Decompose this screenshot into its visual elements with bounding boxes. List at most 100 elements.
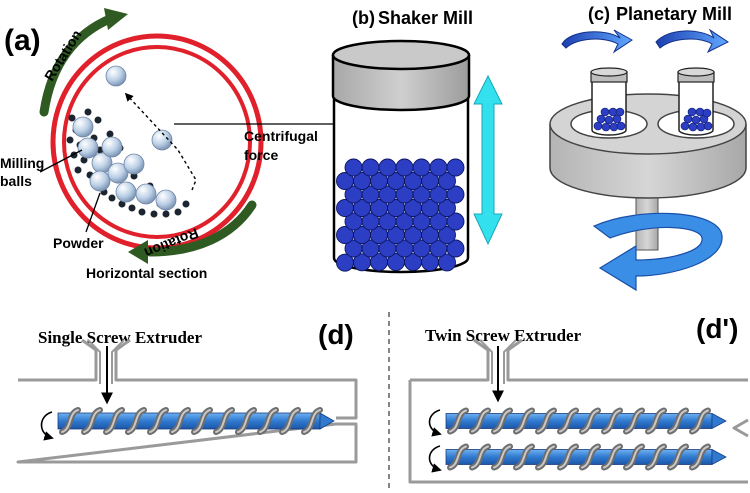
- panel-d-prime: Twin Screw Extruder (d'): [408, 313, 749, 484]
- shake-arrow: [473, 74, 503, 246]
- screw-flight-highlight: [193, 409, 211, 433]
- screw-flight-highlight: [625, 445, 643, 469]
- disk-rotation-arrow: [592, 212, 723, 292]
- twin-return-arrow-bottom: [428, 445, 442, 473]
- panel-d-prime-letter: (d'): [696, 313, 738, 344]
- jar-ball: [378, 158, 397, 177]
- screw-flight-highlight: [603, 409, 621, 433]
- vial-rotation-arrow-right: [655, 28, 729, 54]
- screw-flight-highlight: [171, 409, 189, 433]
- panel-d-letter: (d): [318, 319, 354, 350]
- panel-b: (b) Shaker Mill: [331, 8, 503, 274]
- screw-flight-highlight: [281, 409, 299, 433]
- milling-balls-leader: [39, 149, 83, 173]
- screw-flight-highlight: [691, 409, 709, 433]
- screw-flight-highlight: [105, 409, 123, 433]
- rotation-arrowhead-bottom: [128, 240, 148, 264]
- screw-flight-highlight: [237, 409, 255, 433]
- rotation-arrow-top: [39, 13, 117, 117]
- jar-ball: [429, 158, 448, 177]
- screw-flight-highlight: [127, 409, 145, 433]
- twin-screw-bottom: [445, 443, 727, 471]
- jar-cap-top: [331, 39, 471, 71]
- panel-c-title: Planetary Mill: [616, 4, 732, 24]
- jar-ball: [438, 199, 456, 217]
- powder-leader: [85, 192, 101, 233]
- screw-flight-highlight: [669, 445, 687, 469]
- milling-balls-label-line2: balls: [0, 173, 32, 189]
- vial-left-balls: [593, 107, 626, 132]
- screw-flight-highlight: [259, 409, 277, 433]
- single-barrel: [16, 338, 358, 464]
- panel-b-title: Shaker Mill: [378, 8, 473, 28]
- jar-ball: [438, 172, 456, 190]
- jar-ball: [446, 239, 465, 258]
- panel-d: Single Screw Extruder (d): [16, 319, 358, 464]
- screw-flight-highlight: [647, 409, 665, 433]
- screw-flight-highlight: [215, 409, 233, 433]
- jar-balls: [336, 158, 465, 272]
- screw-flight-highlight: [449, 445, 467, 469]
- vial-rotation-arrow-left: [561, 29, 633, 54]
- jar-ball: [361, 158, 380, 177]
- screw-flight-highlight: [83, 409, 101, 433]
- jar-ball: [395, 158, 414, 177]
- screw-tip: [711, 412, 727, 430]
- screw-flight-highlight: [559, 409, 577, 433]
- milling-balls-label-line1: Milling: [0, 155, 44, 171]
- screw-shaft: [445, 449, 713, 465]
- twin-hopper: [479, 339, 517, 384]
- screw-flight-highlight: [537, 445, 555, 469]
- jar-cap: [331, 55, 471, 112]
- vial-right: [677, 67, 715, 136]
- jar-ball: [446, 185, 465, 204]
- jar-ball: [446, 158, 465, 177]
- jar-ball: [438, 226, 456, 244]
- mill-inner-ring: [62, 45, 252, 239]
- screw-flight-highlight: [603, 445, 621, 469]
- screw-flight-highlight: [61, 409, 79, 433]
- panel-a-letter: (a): [4, 24, 41, 57]
- panel-c: (c) Planetary Mill: [549, 4, 747, 292]
- screw-tip: [319, 412, 335, 430]
- horizontal-section-label: Horizontal section: [86, 265, 207, 281]
- rotation-label-bottom: Rotation: [142, 225, 201, 261]
- vial-right-balls: [680, 107, 713, 132]
- panel-d-prime-title: Twin Screw Extruder: [425, 326, 582, 345]
- jar-ball: [412, 158, 431, 177]
- single-screw: [57, 407, 335, 435]
- screw-tip: [711, 448, 727, 466]
- rotation-arrowhead-top: [104, 8, 128, 30]
- screw-flight-highlight: [493, 409, 511, 433]
- screw-flight-highlight: [647, 445, 665, 469]
- screw-flight-highlight: [559, 445, 577, 469]
- screw-flight-highlight: [581, 445, 599, 469]
- screw-flight-highlight: [149, 409, 167, 433]
- screw-flight-highlight: [515, 409, 533, 433]
- twin-return-arrow-top: [428, 409, 442, 437]
- vial-left: [590, 67, 628, 136]
- screw-flight-highlight: [691, 445, 709, 469]
- panel-d-title: Single Screw Extruder: [38, 328, 202, 347]
- rotation-arrow-bottom: [145, 200, 257, 257]
- jar-ball: [446, 212, 465, 231]
- screw-flight-highlight: [625, 409, 643, 433]
- twin-barrel: [408, 338, 749, 484]
- single-hopper: [87, 339, 125, 384]
- screw-flight-highlight: [471, 409, 489, 433]
- jar-ball: [438, 253, 456, 272]
- single-return-arrow: [40, 411, 54, 441]
- screw-shaft: [445, 413, 713, 429]
- panel-b-letter: (b): [352, 8, 375, 28]
- screw-flight-highlight: [581, 409, 599, 433]
- screw-flight-highlight: [493, 445, 511, 469]
- screw-flight-highlight: [515, 445, 533, 469]
- jar-ball: [344, 158, 363, 177]
- centrifugal-label-line1: Centrifugal: [244, 128, 318, 144]
- milling-balls: [72, 65, 177, 211]
- screw-flight-highlight: [471, 445, 489, 469]
- screw-flight-highlight: [669, 409, 687, 433]
- screw-flight-highlight: [449, 409, 467, 433]
- panel-a: (a) Rotation Rotation: [0, 8, 335, 281]
